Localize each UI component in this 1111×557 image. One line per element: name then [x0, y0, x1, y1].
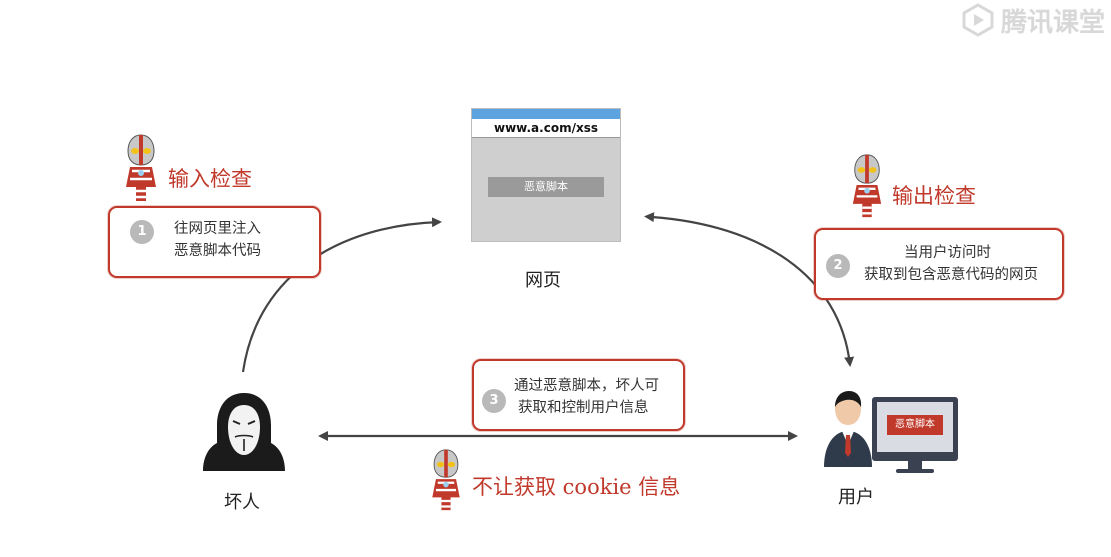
output-check-label: 输出检查 — [892, 184, 976, 208]
step-3-badge: 3 — [482, 389, 506, 413]
watermark: 腾讯课堂 — [961, 2, 1105, 38]
step-2-line-1: 当用户访问时 — [904, 245, 991, 261]
step-3-note: 3 通过恶意脚本，坏人可 获取和控制用户信息 — [472, 359, 685, 431]
monitor-script-label: 恶意脚本 — [887, 415, 943, 435]
businessman-icon — [824, 391, 872, 467]
ultraman-mascot-icon — [126, 134, 156, 201]
cookie-protect-label: 不让获取 cookie 信息 — [472, 475, 681, 499]
step-1-badge: 1 — [130, 220, 154, 244]
attacker-caption: 坏人 — [224, 492, 260, 513]
malicious-script-block: 恶意脚本 — [488, 177, 604, 197]
masked-hacker-icon — [203, 393, 285, 471]
step-2-badge: 2 — [826, 254, 850, 278]
monitor-icon: 恶意脚本 — [872, 397, 958, 473]
monitor-stand — [908, 461, 922, 469]
step-1-line-1: 往网页里注入 — [174, 221, 261, 237]
step-3-line-1: 通过恶意脚本，坏人可 — [514, 378, 659, 394]
step-1-line-2: 恶意脚本代码 — [174, 243, 261, 259]
step-2-note: 2 当用户访问时 获取到包含恶意代码的网页 — [814, 228, 1064, 300]
step-1-note: 1 往网页里注入 恶意脚本代码 — [108, 206, 321, 278]
step-3-line-2: 获取和控制用户信息 — [518, 400, 649, 416]
input-check-label: 输入检查 — [168, 167, 252, 191]
browser-url: www.a.com/xss — [472, 119, 620, 138]
webpage-browser: www.a.com/xss 恶意脚本 — [471, 108, 621, 242]
ultraman-mascot-icon — [432, 449, 460, 511]
ultraman-mascot-icon — [852, 154, 882, 218]
tencent-classroom-logo-icon — [962, 3, 994, 37]
monitor-screen: 恶意脚本 — [877, 402, 953, 452]
monitor-base — [896, 469, 934, 473]
step-2-line-2: 获取到包含恶意代码的网页 — [864, 267, 1038, 283]
watermark-text: 腾讯课堂 — [1000, 7, 1105, 38]
browser-titlebar — [472, 109, 620, 119]
fetch-arrow — [644, 212, 855, 367]
user-caption: 用户 — [838, 487, 874, 508]
webpage-caption: 网页 — [525, 270, 561, 291]
